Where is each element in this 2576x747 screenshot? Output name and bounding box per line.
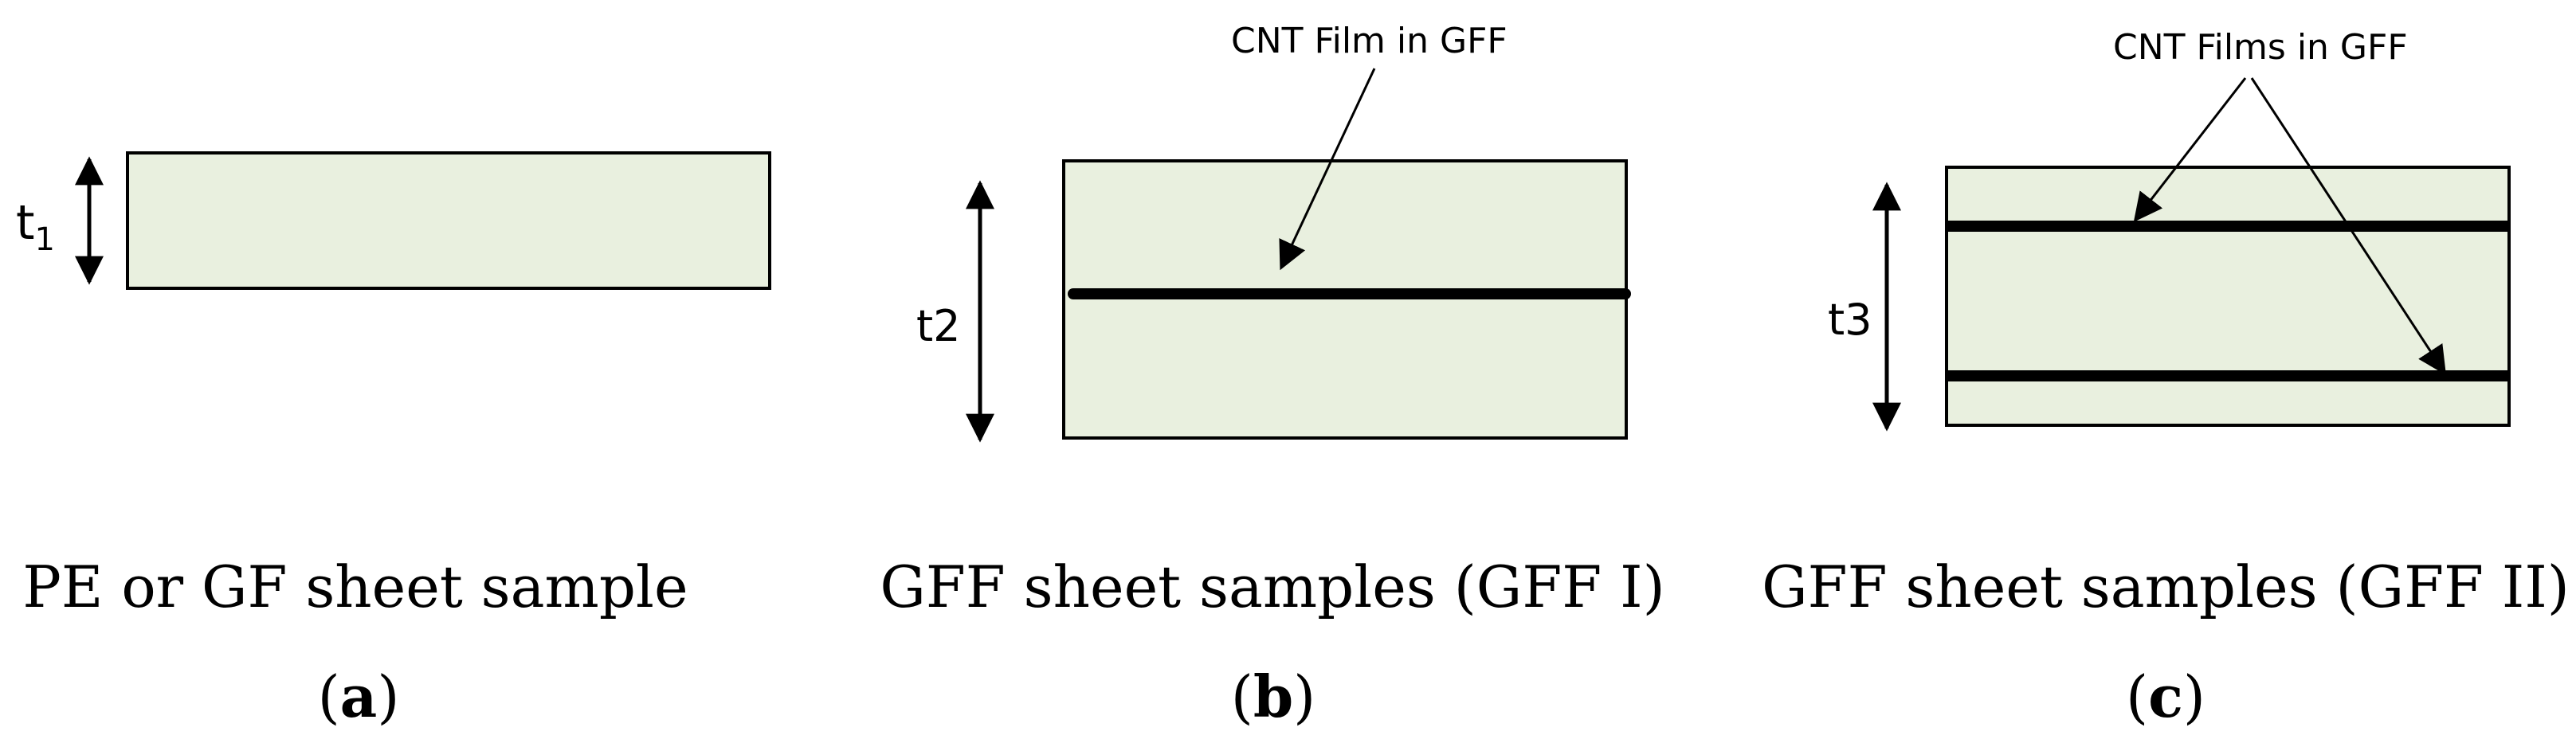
panel-c: t3 CNT Films in GFF xyxy=(1828,27,2511,432)
thickness-label-t3: t3 xyxy=(1828,295,1872,345)
caption-b: GFF sheet samples (GFF I) xyxy=(880,553,1664,620)
thickness-label-t2: t2 xyxy=(916,301,961,351)
annotation-cnt-film: CNT Film in GFF xyxy=(1231,21,1508,61)
caption-a: PE or GF sheet sample xyxy=(22,553,688,620)
annotation-arrow-c-bottom xyxy=(2250,77,2446,376)
panel-b: t2 CNT Film in GFF xyxy=(916,21,1631,443)
annotation-arrow-c-top xyxy=(2133,77,2247,222)
panel-letter-c: (c) xyxy=(2126,663,2205,730)
panel-letter-b: (b) xyxy=(1231,663,1316,730)
panel-a: t1 xyxy=(16,151,771,290)
caption-c: GFF sheet samples (GFF II) xyxy=(1762,553,2570,620)
annotation-cnt-films: CNT Films in GFF xyxy=(2113,27,2408,68)
annotation-arrow-b xyxy=(1279,68,1376,271)
sample-sheet-c xyxy=(1945,166,2511,427)
panel-letter-a: (a) xyxy=(318,663,400,730)
sample-sheet-a xyxy=(126,151,771,290)
thickness-label-t1: t1 xyxy=(16,195,55,258)
